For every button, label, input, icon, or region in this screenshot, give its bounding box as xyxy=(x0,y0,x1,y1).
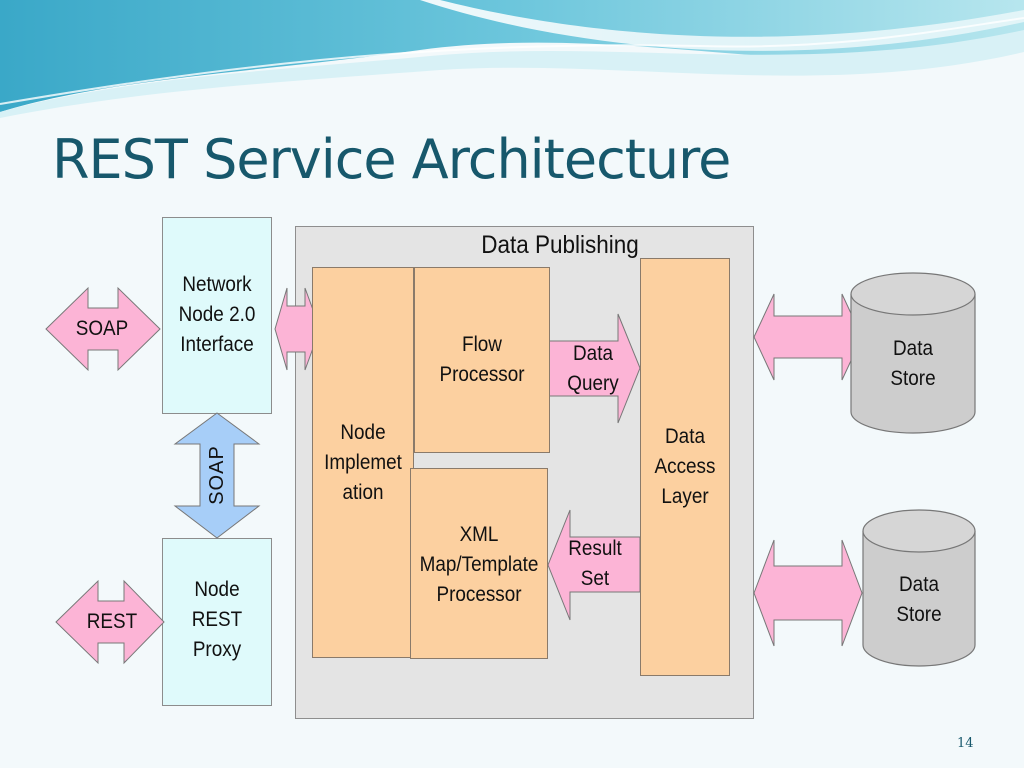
result-set-label: Result Set xyxy=(568,537,622,590)
node-implementation-box xyxy=(312,267,414,658)
soap-vertical-arrow-label: SOAP xyxy=(206,445,228,505)
data-access-layer-label: Data Access Layer xyxy=(654,425,716,508)
page-number: 14 xyxy=(957,736,974,751)
node-implementation-label: Node Implemet ation xyxy=(324,421,402,504)
flow-processor-label: Flow Processor xyxy=(439,333,525,386)
result-set-arrow xyxy=(547,509,641,621)
soap-vertical-double-arrow xyxy=(173,412,261,539)
header-wave-decoration xyxy=(0,0,1024,118)
xml-processor-label: XML Map/Template Processor xyxy=(419,523,539,606)
node-rest-proxy-label: Node REST Proxy xyxy=(191,578,243,661)
data-store-2-label: Data Store xyxy=(896,573,942,626)
data-store-1-double-arrow xyxy=(753,293,863,381)
data-query-label: Data Query xyxy=(567,342,619,395)
data-store-2-cylinder xyxy=(862,509,976,667)
data-access-layer-box xyxy=(640,258,730,676)
network-node-interface-box xyxy=(162,217,272,414)
data-store-1-label: Data Store xyxy=(890,337,936,390)
network-node-interface-label: Network Node 2.0 Interface xyxy=(178,273,256,356)
soap-double-arrow xyxy=(45,286,161,372)
data-store-2-double-arrow xyxy=(753,539,863,647)
soap-arrow-label: SOAP xyxy=(75,317,129,340)
data-query-arrow xyxy=(547,313,641,424)
data-publishing-title: Data Publishing xyxy=(481,231,639,259)
slide-title: REST Service Architecture xyxy=(52,128,731,191)
rest-double-arrow xyxy=(55,579,165,665)
flow-processor-box xyxy=(414,267,550,453)
data-store-1-cylinder xyxy=(850,272,976,434)
xml-processor-box xyxy=(410,468,548,659)
node-rest-proxy-box xyxy=(162,538,272,706)
rest-arrow-label: REST xyxy=(86,610,138,633)
